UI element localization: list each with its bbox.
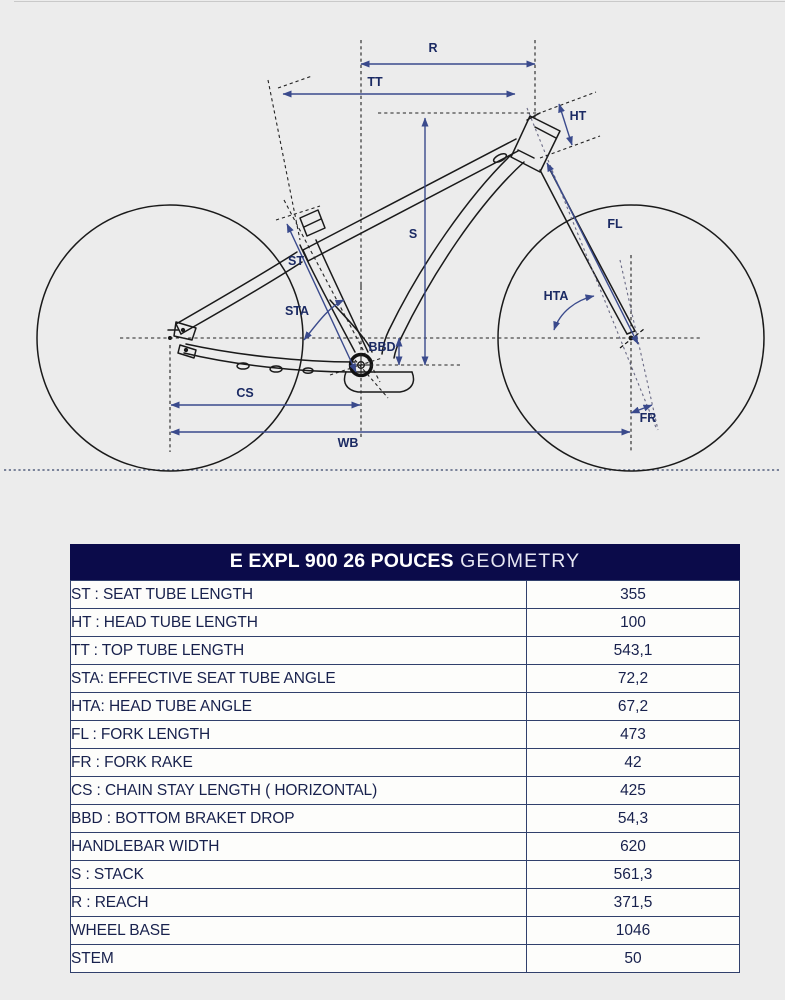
- parameter-value: 561,3: [526, 860, 740, 889]
- geometry-table-title-model: E EXPL 900 26 POUCES: [229, 550, 454, 572]
- geometry-table-title-suffix: GEOMETRY: [460, 550, 581, 572]
- label-WB: WB: [338, 436, 359, 450]
- parameter-value: 355: [526, 580, 740, 609]
- parameter-value: 72,2: [526, 664, 740, 693]
- parameter-value: 50: [526, 944, 740, 973]
- parameter-label: HTA: HEAD TUBE ANGLE: [70, 692, 527, 721]
- label-HT: HT: [570, 109, 587, 123]
- parameter-label: S : STACK: [70, 860, 527, 889]
- label-S: S: [409, 227, 417, 241]
- bicycle-frame: [167, 112, 636, 393]
- parameter-label: HANDLEBAR WIDTH: [70, 832, 527, 861]
- geometry-table-title: E EXPL 900 26 POUCES GEOMETRY: [70, 544, 740, 580]
- parameter-label: STA: EFFECTIVE SEAT TUBE ANGLE: [70, 664, 527, 693]
- parameter-label: TT : TOP TUBE LENGTH: [70, 636, 527, 665]
- label-FL: FL: [607, 217, 623, 231]
- label-R: R: [428, 41, 437, 55]
- label-CS: CS: [236, 386, 253, 400]
- parameter-value: 54,3: [526, 804, 740, 833]
- parameter-label: FL : FORK LENGTH: [70, 720, 527, 749]
- dimension-arrows: [170, 60, 653, 436]
- parameter-label: WHEEL BASE: [70, 916, 527, 945]
- parameter-value: 100: [526, 608, 740, 637]
- bicycle-diagram-svg: R TT HT S FL ST STA HTA BBD CS FR WB: [4, 40, 781, 472]
- parameter-label: HT : HEAD TUBE LENGTH: [70, 608, 527, 637]
- table-row: CS : CHAIN STAY LENGTH ( HORIZONTAL)425: [70, 776, 740, 805]
- parameter-label: ST : SEAT TUBE LENGTH: [70, 580, 527, 609]
- label-STA: STA: [285, 304, 309, 318]
- dimension-labels: R TT HT S FL ST STA HTA BBD CS FR WB: [236, 41, 656, 450]
- parameter-label: FR : FORK RAKE: [70, 748, 527, 777]
- parameter-label: BBD : BOTTOM BRAKET DROP: [70, 804, 527, 833]
- parameter-value: 425: [526, 776, 740, 805]
- geometry-diagram: R TT HT S FL ST STA HTA BBD CS FR WB: [4, 40, 781, 472]
- parameter-value: 620: [526, 832, 740, 861]
- label-ST: ST: [288, 254, 304, 268]
- label-FR: FR: [640, 411, 657, 425]
- parameter-value: 42: [526, 748, 740, 777]
- parameter-label: CS : CHAIN STAY LENGTH ( HORIZONTAL): [70, 776, 527, 805]
- parameter-value: 371,5: [526, 888, 740, 917]
- geometry-table: E EXPL 900 26 POUCES GEOMETRY ST : SEAT …: [70, 544, 740, 973]
- parameter-value: 473: [526, 720, 740, 749]
- parameter-label: STEM: [70, 944, 527, 973]
- label-HTA: HTA: [544, 289, 569, 303]
- label-BBD: BBD: [368, 340, 395, 354]
- parameter-value: 1046: [526, 916, 740, 945]
- label-TT: TT: [367, 75, 383, 89]
- parameter-label: R : REACH: [70, 888, 527, 917]
- parameter-value: 67,2: [526, 692, 740, 721]
- parameter-value: 543,1: [526, 636, 740, 665]
- construction-lines: [120, 40, 700, 452]
- top-divider: [14, 1, 785, 2]
